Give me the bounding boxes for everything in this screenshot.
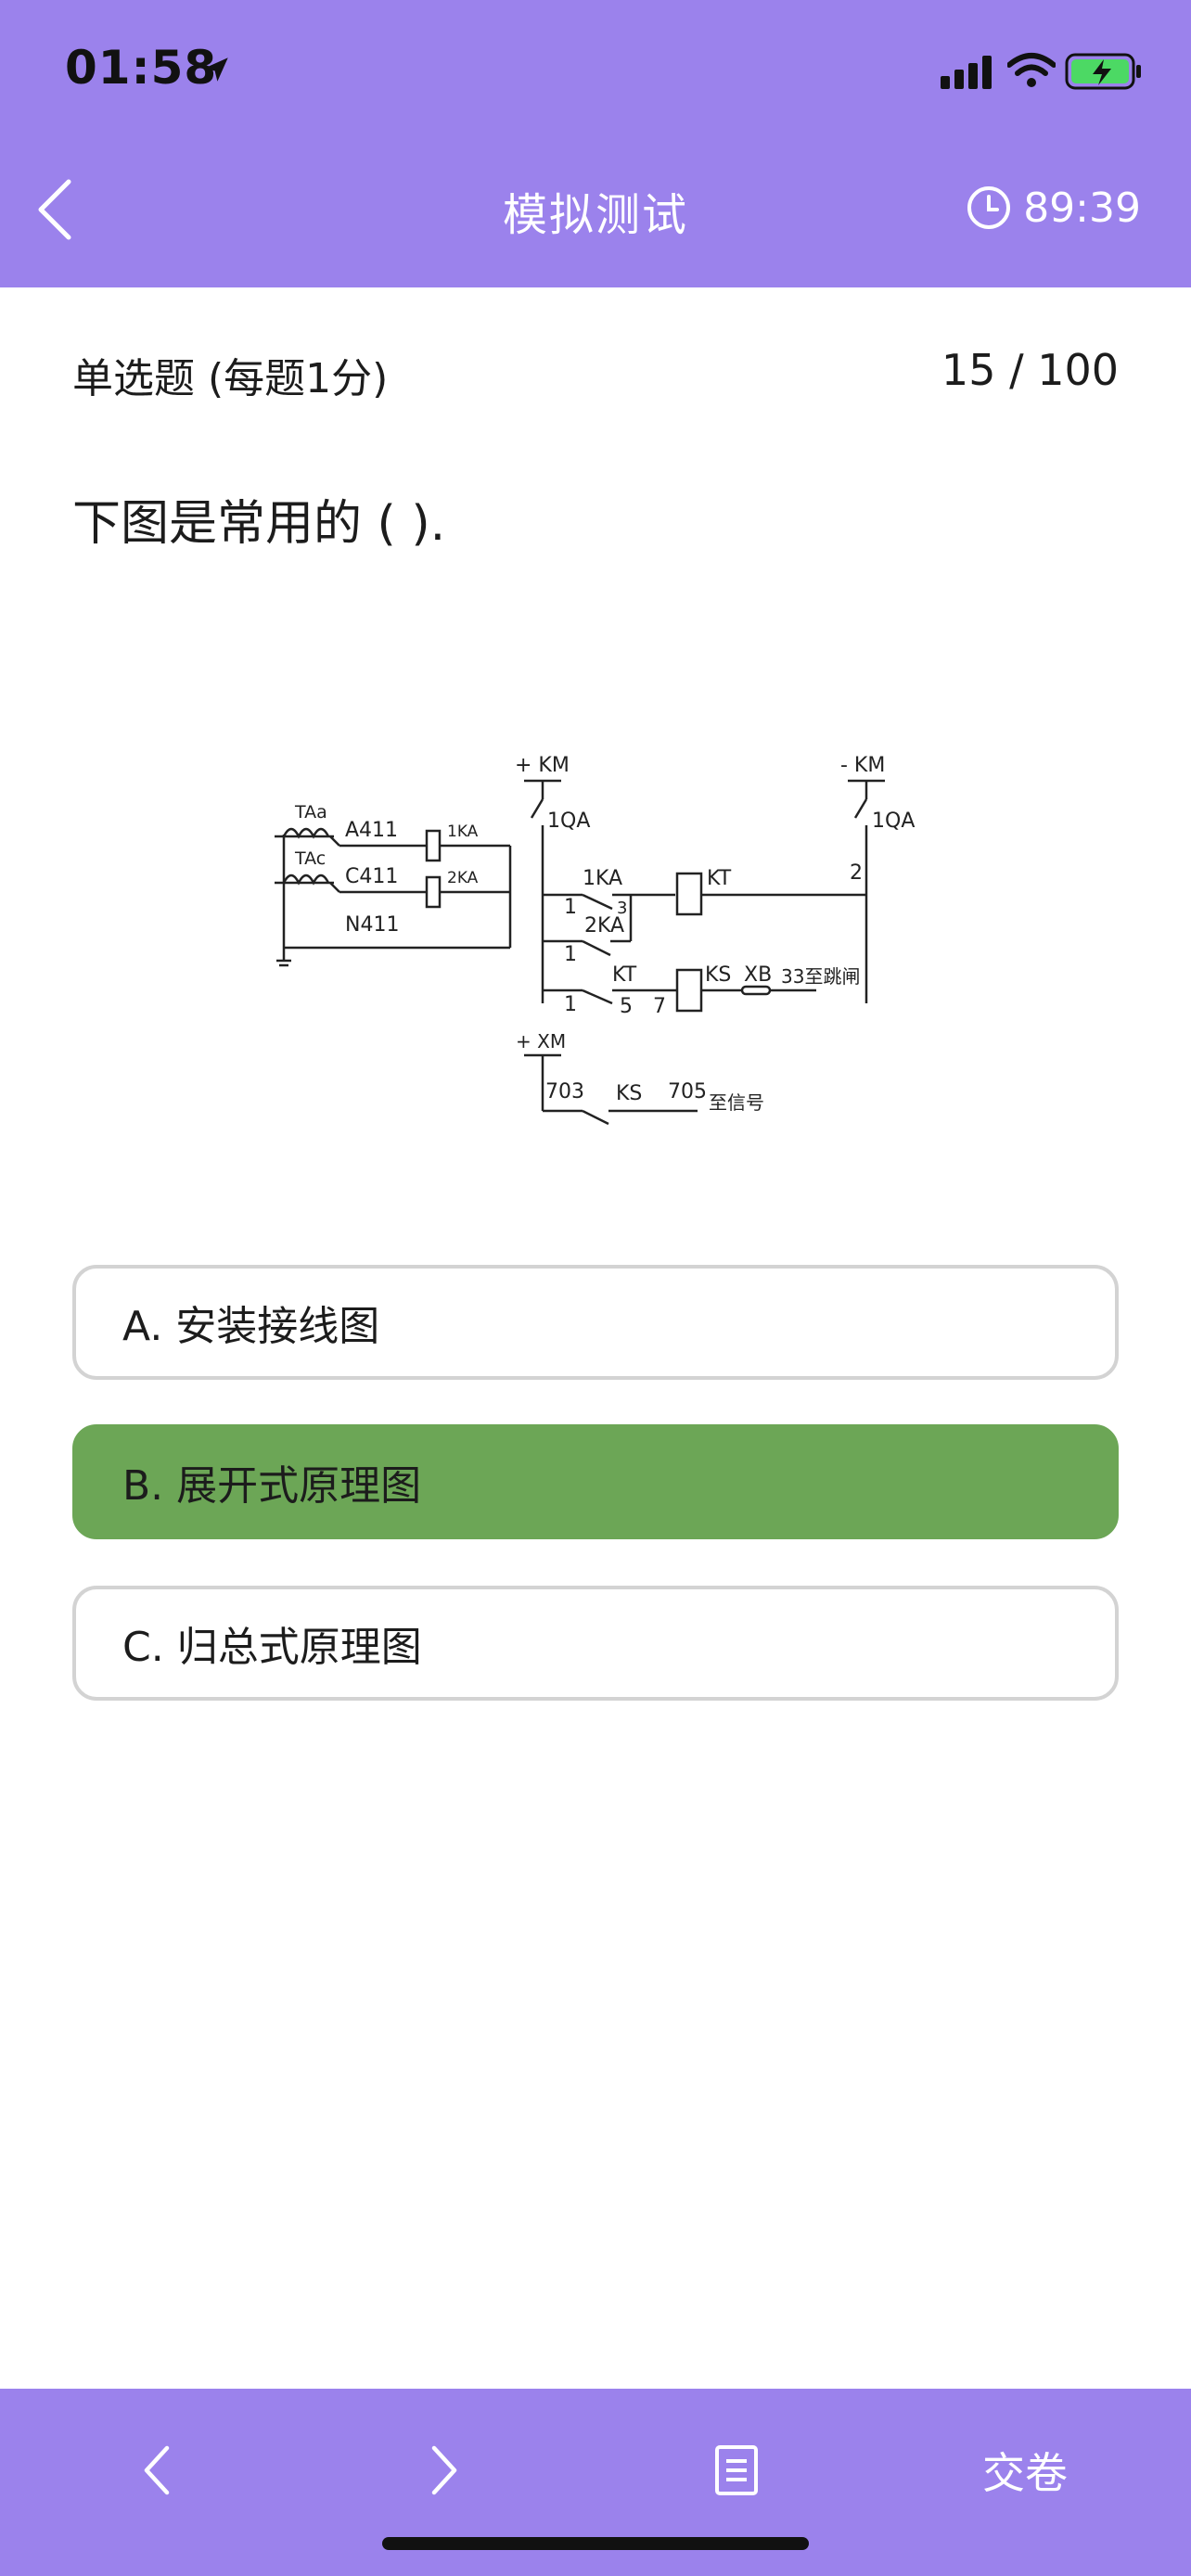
nav-bar: 模拟测试 89:39 bbox=[0, 158, 1191, 260]
option-c-label: C. 归总式原理图 bbox=[122, 1624, 422, 1671]
label-minus-km: - KM bbox=[840, 754, 885, 777]
countdown-timer: 89:39 bbox=[966, 180, 1141, 236]
label-plus-km: + KM bbox=[515, 754, 570, 777]
clock-icon bbox=[967, 186, 1011, 229]
label-node-3: 3 bbox=[617, 899, 627, 918]
battery-charging-icon bbox=[1065, 53, 1141, 90]
question-progress: 15 / 100 bbox=[941, 345, 1119, 395]
label-705: 705 bbox=[668, 1080, 707, 1103]
label-xb: XB bbox=[744, 963, 772, 987]
label-1qa-left: 1QA bbox=[547, 810, 590, 833]
chevron-left-icon bbox=[144, 2445, 170, 2495]
label-taa: TAa bbox=[294, 802, 327, 823]
label-node-7: 7 bbox=[653, 995, 666, 1018]
label-2ka: 2KA bbox=[584, 914, 624, 937]
list-document-icon bbox=[715, 2445, 758, 2495]
label-c411: C411 bbox=[345, 865, 398, 888]
label-node-1a: 1 bbox=[564, 896, 577, 919]
cellular-signal-icon bbox=[941, 56, 992, 89]
label-tac: TAc bbox=[294, 848, 326, 869]
label-1qa-right: 1QA bbox=[872, 810, 915, 833]
label-trip: 33至跳闸 bbox=[781, 965, 860, 988]
label-703: 703 bbox=[545, 1080, 584, 1103]
label-ks: KS bbox=[705, 963, 731, 987]
option-c[interactable]: C. 归总式原理图 bbox=[72, 1586, 1119, 1701]
answer-sheet-button[interactable] bbox=[707, 2424, 766, 2517]
label-kt-coil: KT bbox=[707, 867, 732, 890]
label-xm: + XM bbox=[516, 1030, 566, 1052]
wifi-icon bbox=[1007, 53, 1056, 87]
status-bar: 01:58 bbox=[0, 0, 1191, 139]
question-text: 下图是常用的 ( ). bbox=[72, 496, 446, 552]
option-a-label: A. 安装接线图 bbox=[122, 1303, 380, 1350]
label-node-2: 2 bbox=[850, 861, 863, 885]
option-a[interactable]: A. 安装接线图 bbox=[72, 1265, 1119, 1380]
page-title: 模拟测试 bbox=[502, 189, 688, 241]
label-kt: KT bbox=[612, 963, 637, 987]
status-time: 01:58 bbox=[65, 41, 218, 95]
option-b[interactable]: B. 展开式原理图 bbox=[72, 1424, 1119, 1539]
top-bar: 01:58 模拟测试 bbox=[0, 0, 1191, 287]
label-node-1b: 1 bbox=[564, 943, 577, 966]
label-node-5: 5 bbox=[620, 995, 633, 1018]
option-b-label: B. 展开式原理图 bbox=[122, 1462, 422, 1510]
timer-text: 89:39 bbox=[1023, 184, 1141, 232]
next-question-button[interactable] bbox=[416, 2424, 471, 2517]
label-signal: 至信号 bbox=[709, 1091, 764, 1114]
label-ks-signal: KS bbox=[616, 1082, 642, 1105]
label-1ka-coil: 1KA bbox=[447, 823, 479, 841]
chevron-right-icon bbox=[431, 2445, 457, 2495]
question-type-label: 单选题 (每题1分) bbox=[72, 355, 389, 402]
back-chevron-icon[interactable] bbox=[32, 174, 80, 245]
label-2ka-coil: 2KA bbox=[447, 869, 479, 887]
home-indicator bbox=[382, 2537, 809, 2550]
submit-exam-button[interactable]: 交卷 bbox=[982, 2448, 1068, 2498]
previous-question-button[interactable] bbox=[130, 2424, 186, 2517]
label-n411: N411 bbox=[345, 913, 399, 937]
label-node-1c: 1 bbox=[564, 993, 577, 1016]
location-arrow-icon bbox=[204, 57, 228, 82]
circuit-diagram: + KM - KM 1QA 1QA TAa TAc A411 C411 N411… bbox=[275, 754, 915, 1126]
label-a411: A411 bbox=[345, 819, 398, 842]
label-1ka: 1KA bbox=[583, 867, 622, 890]
